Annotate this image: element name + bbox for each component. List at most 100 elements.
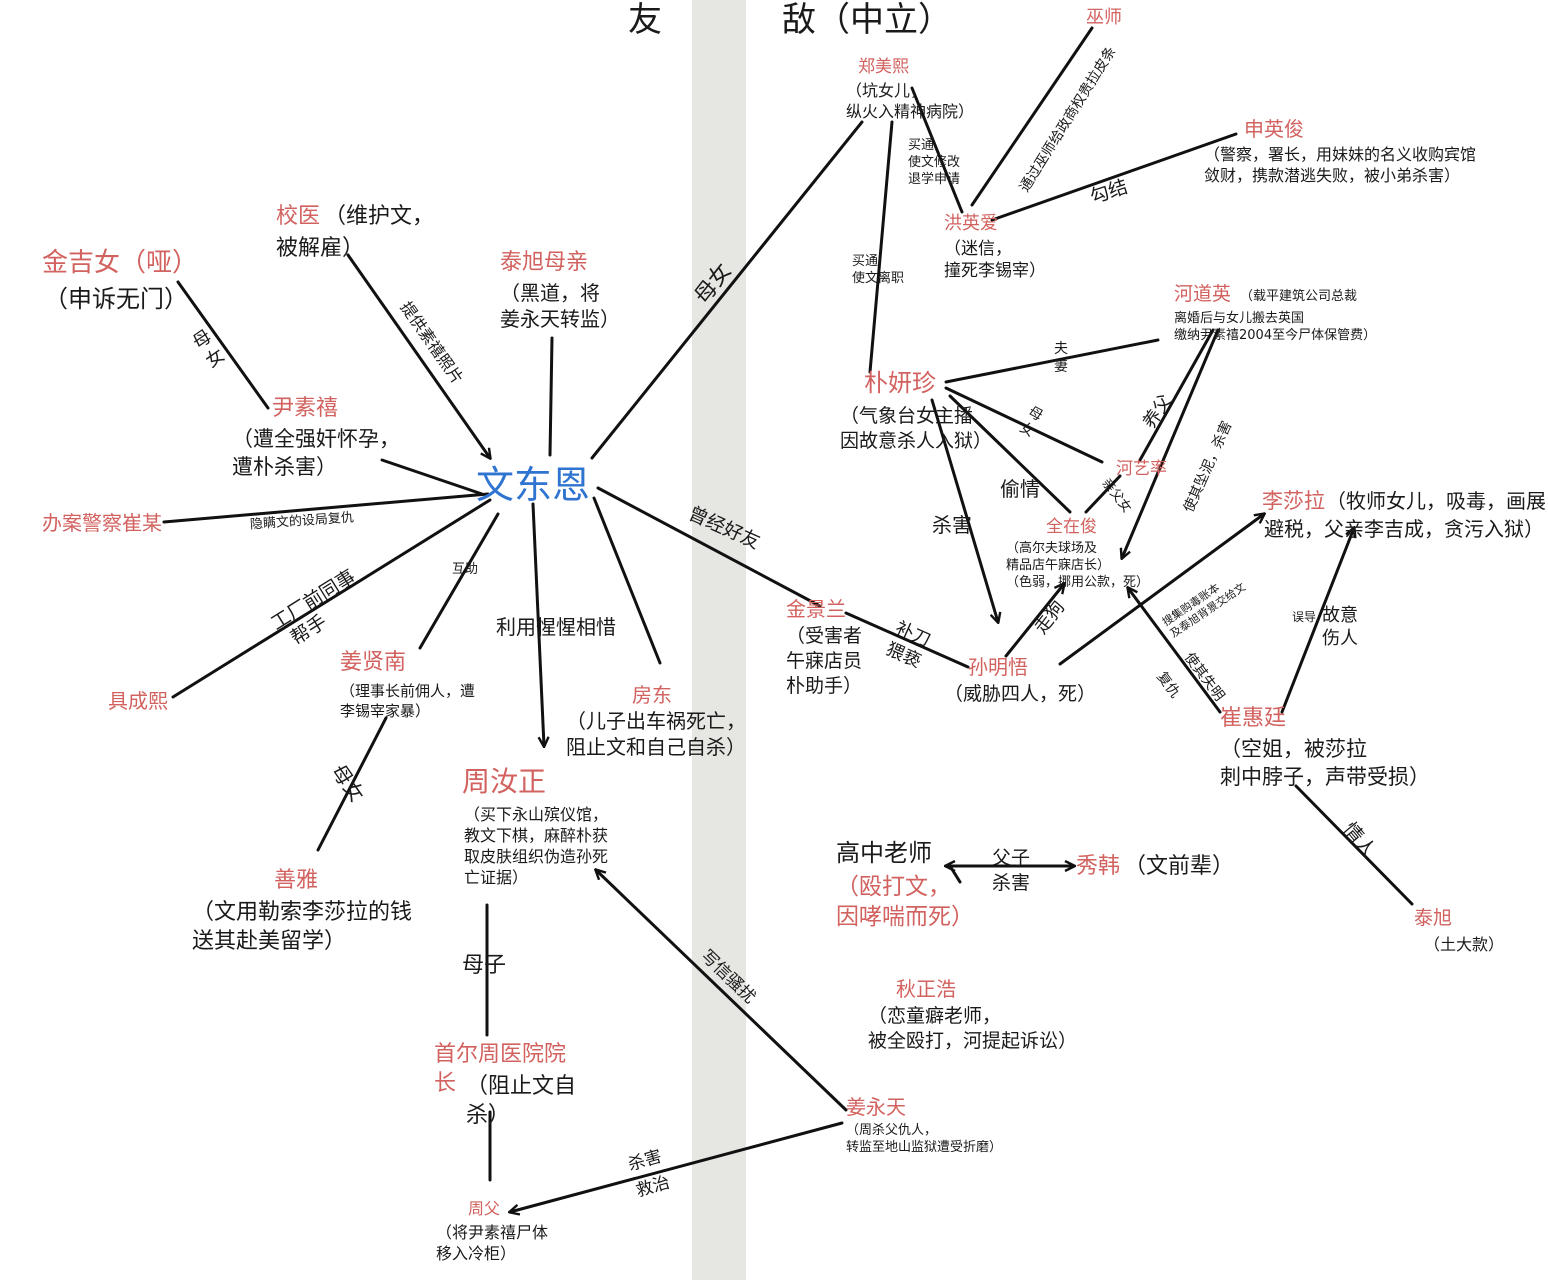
node-taixu-name: 泰旭 <box>1414 907 1453 929</box>
node-jinjinv-name: 金吉女（哑） <box>42 248 199 278</box>
node-gaozhong-name: 高中老师 <box>836 839 932 867</box>
node-director-desc: （阻止文自 杀） <box>466 1074 577 1129</box>
node-jiangyongtian-desc: （周杀父仇人， 转监至地山监狱遭受折磨） <box>846 1123 1003 1156</box>
edge-cuihuiting-sunmingwu <box>1128 588 1222 714</box>
edge-label-mother-son: 母子 <box>462 953 507 978</box>
edge-label-mislead: 误导 <box>1292 610 1317 624</box>
node-yinsuxi-desc: （遭全强奸怀孕， 遭朴杀害） <box>232 427 400 479</box>
node-qiuzhenghao-name: 秋正浩 <box>896 977 956 1001</box>
node-shanya-name: 善雅 <box>274 868 319 893</box>
edge-fangdong-wendongen <box>592 496 662 665</box>
edge-label-mutual-help: 互助 <box>452 562 479 577</box>
node-jiangxiannan-desc: （理事长前佣人，遭 李锡宰家暴） <box>340 682 476 720</box>
node-lishala-desc: 避税，父亲李吉成，贪污入狱） <box>1264 517 1544 541</box>
node-wushi: 巫师 <box>1086 7 1122 28</box>
edge-wendongen-zhouruzheng <box>531 502 544 746</box>
edge-label-kill-2: 杀害 <box>932 513 972 537</box>
edge-juchengxi-wendongen <box>171 498 492 699</box>
node-hongyingai-desc: （迷信， 撞死李锡宰） <box>944 239 1046 282</box>
edge-piaoyanling-quanzaijun <box>948 394 1072 514</box>
center-wendongen: 文东恩 <box>476 463 591 507</box>
edge-wushi-hongyingai <box>970 26 1094 207</box>
edge-zhengmeixi-wendongen <box>590 120 864 460</box>
node-taixumother-name: 泰旭母亲 <box>500 250 589 275</box>
node-jinjinglan-name: 金景兰 <box>786 597 846 621</box>
node-shenyingjun-desc: （警察，署长，用妹妹的名义收购宾馆 敛财，携款潜逃失败，被小弟杀害） <box>1204 145 1477 186</box>
edge-label-sympathy: 利用惺惺相惜 <box>496 615 616 639</box>
node-jinjinglan-desc: （受害者 午寐店员 朴助手） <box>786 625 863 698</box>
node-piaoyanling-name: 朴妍珍 <box>864 369 936 397</box>
node-director-name: 首尔周医院院 长 <box>434 1042 567 1097</box>
node-sunmingwu-desc: （威胁四人，死） <box>944 683 1097 705</box>
edge-sunmingwu-lishala <box>1058 514 1264 666</box>
node-gaozhong-desc: （殴打文， 因哮喘而死） <box>836 874 974 931</box>
edge-taixumother-wendongen <box>548 336 554 457</box>
node-piaoyanling-desc: （气象台女主播 因故意杀人入狱） <box>840 405 993 453</box>
node-xiaoyi-desc: 被解雇） <box>276 236 365 261</box>
node-shanya-desc: （文用勒索李莎拉的钱 送其赴美留学） <box>192 900 413 955</box>
node-zhouruzheng-desc: （买下永山殡仪馆， 教文下棋，麻醉朴获 取皮肤组织伪造孙死 亡证据） <box>464 805 609 888</box>
node-shenyingjun-name: 申英俊 <box>1244 117 1304 141</box>
edge-cuihuiting-taixu <box>1294 784 1414 906</box>
edge-yinsuxi-wendongen <box>380 458 484 496</box>
node-zhoufu-name: 周父 <box>468 1199 501 1218</box>
edge-sunmingwu-quanzaijun <box>1004 584 1064 658</box>
header-friend: 友 <box>628 0 662 40</box>
node-hedaoying-name: 河道英 <box>1174 283 1232 305</box>
edge-label-bribe-2: 买通 使文离职 <box>852 254 905 286</box>
node-sunmingwu-name: 孙明悟 <box>968 655 1028 679</box>
edge-label-husband-wife: 夫 妻 <box>1054 341 1068 376</box>
edge-zhengmeixi-hongyingai <box>910 86 964 214</box>
edge-label-father-son-kill: 父子 杀害 <box>992 847 1031 894</box>
edge-label-intentional-harm: 故意 伤人 <box>1322 605 1358 650</box>
node-xiaoyi-name: 校医 <box>276 204 321 229</box>
friend-enemy-divider <box>692 0 746 1280</box>
edge-jinjinv-yinsuxi <box>176 280 270 410</box>
node-lishala-inline: （牧师女儿，吸毒，画展 <box>1326 489 1546 513</box>
edge-zhengmeixi-piaoyanling <box>868 120 894 374</box>
node-juchengxi: 具成熙 <box>108 689 168 713</box>
node-yinsuxi-name: 尹素禧 <box>272 396 339 421</box>
node-hedaoying-desc: 离婚后与女儿搬去英国 缴纳尹素禧2004至今尸体保管费） <box>1174 311 1377 344</box>
edge-label-bribe-1: 买通 使文修改 退学申请 <box>908 138 961 187</box>
node-cuihuiting-desc: （空姐，被莎拉 刺中脖子，声带受损） <box>1220 737 1430 789</box>
edge-xiaoyi-wendongen <box>346 253 490 458</box>
edge-jiangxiannan-shanya <box>316 716 388 852</box>
edge-hedaoying-sunmingwu <box>1122 328 1220 558</box>
node-lishala-name: 李莎拉 <box>1262 489 1325 513</box>
node-taixumother-desc: （黑道，将 姜永天转监） <box>500 281 620 332</box>
edge-police-wendongen <box>162 492 490 524</box>
node-fangdong-desc: （儿子出车祸死亡， 阻止文和自己自杀） <box>566 709 746 760</box>
edge-piaoyanling-sunmingwu <box>930 398 998 622</box>
node-xiuhan-desc: （文前辈） <box>1124 854 1235 879</box>
node-jiangyongtian-name: 姜永天 <box>846 1095 906 1119</box>
header-enemy: 敌（中立） <box>782 0 952 40</box>
node-zhengmeixi-name: 郑美熙 <box>858 57 909 77</box>
node-heyihui: 河艺率 <box>1116 459 1167 479</box>
edge-hedaoying-heyihui <box>1138 328 1215 462</box>
edge-jiangxiannan-wendongen <box>418 512 500 650</box>
edge-piaoyanling-hedaoying <box>944 338 1160 384</box>
node-cuihuiting-name: 崔惠廷 <box>1220 706 1287 731</box>
node-qiuzhenghao-desc: （恋童癖老师， 被全殴打，河提起诉讼） <box>868 1005 1078 1053</box>
node-police: 办案警察崔某 <box>42 511 162 535</box>
edge-jiangyongtian-zhouruzheng <box>596 870 848 1112</box>
edge-piaoyanling-heyihui <box>944 386 1104 464</box>
edge-cuihuiting-lishala <box>1280 528 1354 714</box>
node-zhoufu-desc: （将尹素禧尸体 移入冷柜） <box>436 1223 549 1264</box>
node-fangdong-name: 房东 <box>632 683 672 707</box>
edge-label-affair: 偷情 <box>1000 477 1040 501</box>
node-hongyingai-name: 洪英爱 <box>944 213 998 234</box>
node-quanzaijun-desc: （高尔夫球场及 精品店午寐店长） （色弱，挪用公款，死） <box>1006 541 1150 591</box>
edge-heyihui-quanzaijun <box>1084 474 1122 514</box>
edge-gaozhong-tick <box>948 864 962 884</box>
node-xiuhan-name: 秀韩 <box>1076 854 1121 879</box>
node-jiangxiannan-name: 姜贤南 <box>340 650 407 675</box>
node-taixu-desc: （土大款） <box>1424 935 1505 954</box>
edge-hongyingai-shenyingjun <box>990 132 1238 222</box>
node-zhouruzheng-name: 周汝正 <box>462 765 547 798</box>
node-quanzaijun-name: 全在俊 <box>1046 517 1097 537</box>
edge-jinjinglan-sunmingwu <box>844 611 970 669</box>
edge-jiangyongtian-zhoufu <box>510 1121 844 1212</box>
